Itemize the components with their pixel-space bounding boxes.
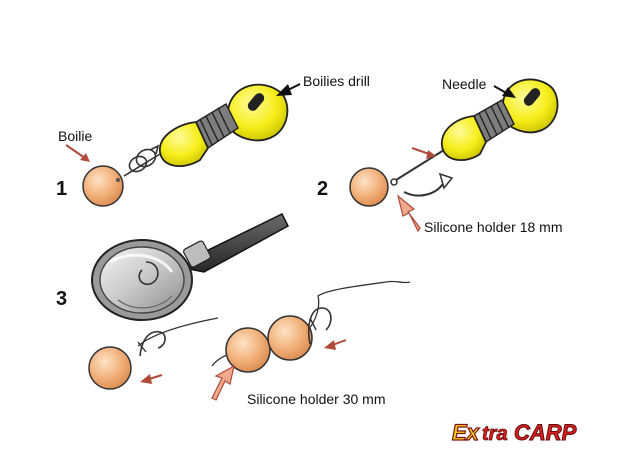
silicone-18-label: Silicone holder 18 mm (424, 219, 563, 235)
curved-motion-arrow (403, 172, 454, 197)
needle-tool (390, 78, 559, 186)
boilie-label: Boilie (58, 128, 92, 144)
rig2-pointer-arrow (324, 339, 347, 350)
silicone-18-arrow (396, 194, 421, 233)
drill-label-arrow (276, 83, 301, 96)
silicone-30-label: Silicone holder 30 mm (247, 391, 386, 407)
rig-double-boilie (211, 280, 411, 373)
needle-label-arrow (493, 85, 516, 98)
step-2-number: 2 (317, 178, 328, 200)
rig-single-boilie (88, 317, 219, 390)
boilie-pointer-arrow (65, 144, 90, 162)
magnifying-glass (91, 213, 289, 321)
drill-spiral (123, 144, 161, 177)
logo-tra: tra (482, 423, 508, 445)
rig1-pointer-arrow (140, 374, 163, 384)
extracarp-logo: Ex tra CARP (451, 419, 577, 445)
needle-pointer-arrow (411, 147, 436, 159)
step-3-number: 3 (56, 288, 67, 310)
drill-grip (195, 103, 239, 150)
needle-label: Needle (442, 76, 487, 92)
logo-carp: CARP (514, 420, 577, 445)
boilies-drill (123, 83, 289, 177)
boilies-drill-label: Boilies drill (303, 73, 370, 89)
logo-ex: Ex (452, 420, 480, 445)
boilie-1 (82, 165, 124, 207)
boilie-2 (349, 167, 389, 207)
needle-grip (473, 99, 515, 144)
silicone-30-arrow (211, 364, 235, 401)
step-1-number: 1 (56, 178, 67, 200)
